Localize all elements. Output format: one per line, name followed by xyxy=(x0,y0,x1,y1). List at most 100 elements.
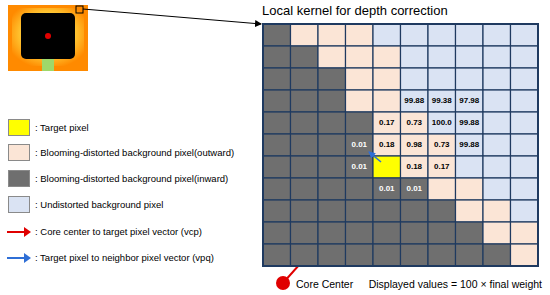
pixel-cell xyxy=(456,90,484,112)
pixel-cell xyxy=(401,222,429,244)
pixel-cell xyxy=(428,112,456,134)
pixel-cell xyxy=(401,90,429,112)
legend-text: : Target pixel to neighbor pixel vector … xyxy=(35,252,214,264)
cell-value: 0.18 xyxy=(401,162,429,172)
pixel-cell xyxy=(373,200,401,222)
legend-swatch xyxy=(8,196,30,213)
pixel-cell xyxy=(483,112,511,134)
pixel-cell xyxy=(291,24,319,46)
pixel-cell xyxy=(511,156,539,178)
pixel-cell xyxy=(263,156,291,178)
pixel-cell xyxy=(346,178,374,200)
pixel-cell xyxy=(483,156,511,178)
pixel-cell xyxy=(511,24,539,46)
cell-value: 0.01 xyxy=(373,184,401,194)
legend-swatch xyxy=(8,119,30,136)
legend-swatch xyxy=(8,170,30,187)
pixel-cell xyxy=(318,112,346,134)
title: Local kernel for depth correction xyxy=(262,3,448,18)
pixel-cell xyxy=(346,68,374,90)
pixel-cell xyxy=(401,68,429,90)
pixel-cell xyxy=(511,244,539,266)
cell-value: 0.01 xyxy=(346,140,374,150)
pixel-cell xyxy=(318,156,346,178)
pixel-cell xyxy=(291,244,319,266)
pixel-cell xyxy=(318,90,346,112)
pixel-cell xyxy=(456,200,484,222)
pixel-cell xyxy=(483,222,511,244)
pixel-cell xyxy=(511,134,539,156)
pixel-cell xyxy=(346,222,374,244)
cell-value: 99.88 xyxy=(456,140,484,150)
pixel-cell xyxy=(483,244,511,266)
pixel-cell xyxy=(346,244,374,266)
pixel-cell xyxy=(428,90,456,112)
pixel-cell xyxy=(428,178,456,200)
pixel-cell xyxy=(483,134,511,156)
pixel-cell xyxy=(428,244,456,266)
pixel-cell xyxy=(456,134,484,156)
core-center-label: Core Center xyxy=(296,278,353,291)
cell-value: 0.18 xyxy=(373,140,401,150)
pixel-cell xyxy=(483,90,511,112)
legend-arrow xyxy=(6,252,32,264)
pixel-cell xyxy=(263,134,291,156)
pixel-cell xyxy=(428,222,456,244)
pixel-cell xyxy=(428,200,456,222)
cell-value: 0.73 xyxy=(401,118,429,128)
pixel-cell xyxy=(428,68,456,90)
pixel-cell xyxy=(456,178,484,200)
cell-value: 0.17 xyxy=(373,118,401,128)
legend-swatch xyxy=(8,144,30,161)
pixel-cell xyxy=(318,134,346,156)
pixel-cell xyxy=(373,24,401,46)
heatmap-thumbnail xyxy=(8,5,88,71)
pixel-cell xyxy=(373,244,401,266)
cell-value: 0.17 xyxy=(428,162,456,172)
cell-value: 97.98 xyxy=(456,96,484,106)
pixel-cell xyxy=(346,24,374,46)
pixel-cell xyxy=(456,68,484,90)
pixel-cell xyxy=(346,156,374,178)
pixel-cell xyxy=(291,68,319,90)
cell-value: 99.38 xyxy=(428,96,456,106)
pixel-cell xyxy=(511,90,539,112)
pixel-cell xyxy=(373,134,401,156)
pixel-cell xyxy=(401,244,429,266)
pixel-cell xyxy=(373,46,401,68)
pixel-cell xyxy=(263,200,291,222)
pixel-cell xyxy=(428,134,456,156)
pixel-cell xyxy=(483,46,511,68)
legend-text: : Undistorted background pixel xyxy=(35,199,163,211)
cell-value: 100.0 xyxy=(428,118,456,128)
pixel-cell xyxy=(373,68,401,90)
cell-value: 99.88 xyxy=(456,118,484,128)
pixel-cell xyxy=(346,200,374,222)
zoom-leader xyxy=(83,9,261,24)
pixel-cell xyxy=(373,112,401,134)
pixel-cell xyxy=(428,24,456,46)
pixel-cell xyxy=(346,46,374,68)
pixel-cell xyxy=(291,200,319,222)
pixel-cell xyxy=(511,178,539,200)
pixel-cell xyxy=(456,46,484,68)
core-center-dot xyxy=(276,276,290,290)
legend-text: : Target pixel xyxy=(35,122,89,134)
pixel-cell xyxy=(263,90,291,112)
cell-value: 0.01 xyxy=(401,184,429,194)
cell-value: 0.01 xyxy=(346,162,374,172)
pixel-cell xyxy=(401,200,429,222)
grid-border xyxy=(263,24,538,266)
pixel-cell xyxy=(291,156,319,178)
pixel-cell xyxy=(483,200,511,222)
pixel-cell xyxy=(318,200,346,222)
pixel-cell xyxy=(291,90,319,112)
pixel-cell xyxy=(456,244,484,266)
pixel-cell xyxy=(318,46,346,68)
pixel-cell xyxy=(373,90,401,112)
pixel-cell xyxy=(318,24,346,46)
pixel-cell xyxy=(263,178,291,200)
pixel-cell xyxy=(263,244,291,266)
pixel-cell xyxy=(401,134,429,156)
pixel-cell xyxy=(291,222,319,244)
